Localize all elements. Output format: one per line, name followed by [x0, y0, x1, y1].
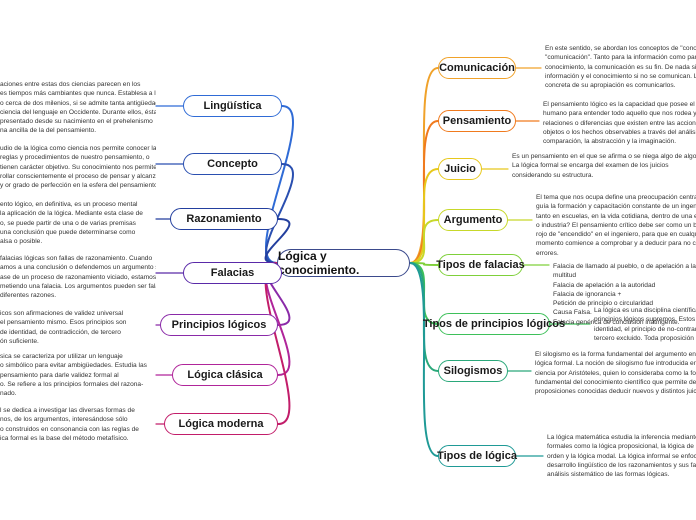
topic-6-right[interactable]: Silogismos [438, 360, 508, 382]
topic-note-right-0: En este sentido, se abordan los concepto… [545, 45, 696, 90]
branch-line-left-1 [265, 163, 294, 264]
topic-6-left[interactable]: Lógica moderna [164, 413, 278, 435]
branch-line-left-0 [265, 105, 294, 264]
topic-5-right[interactable]: Tipos de principios lógicos [423, 313, 565, 335]
topic-2-left[interactable]: Razonamiento [170, 208, 278, 230]
topic-note-left-5: sica se caracteriza por utilizar un leng… [0, 353, 147, 398]
topic-7-right[interactable]: Tipos de lógica [437, 445, 517, 467]
topic-note-left-3: falacias lógicas son fallas de razonamie… [0, 255, 156, 300]
topic-note-left-4: icos son afirmaciones de validez univers… [0, 310, 127, 345]
topic-5-left[interactable]: Lógica clásica [172, 364, 278, 386]
topic-note-right-6: El silogismo es la forma fundamental del… [535, 351, 696, 396]
topic-note-left-0: aciones entre estas dos ciencias parecen… [0, 81, 156, 135]
branch-line-right-7 [409, 262, 439, 457]
topic-1-left[interactable]: Concepto [183, 153, 282, 175]
topic-note-right-4: Falacia de llamado al pueblo, o de apela… [553, 263, 696, 326]
topic-note-right-3: El tema que nos ocupa define una preocup… [536, 194, 696, 257]
topic-2-right[interactable]: Juicio [438, 158, 482, 180]
branch-line-left-2 [264, 218, 291, 264]
topic-note-right-2: Es un pensamiento en el que se afirma o … [512, 153, 696, 179]
branch-line-right-3 [409, 219, 439, 264]
topic-3-left[interactable]: Falacias [183, 262, 282, 284]
topic-4-left[interactable]: Principios lógicos [160, 314, 278, 336]
central-topic[interactable]: Lógica y conocimiento. [277, 249, 410, 277]
topic-note-left-6: l se dedica a investigar las diversas fo… [0, 407, 139, 442]
topic-note-right-5: La lógica es una disciplina científica c… [594, 307, 696, 342]
branch-line-right-2 [409, 168, 439, 264]
topic-0-left[interactable]: Lingüística [183, 95, 282, 117]
topic-note-right-1: El pensamiento lógico es la capacidad qu… [543, 101, 696, 146]
topic-3-right[interactable]: Argumento [438, 209, 508, 231]
topic-note-left-2: ento lógico, en definitiva, es un proces… [0, 201, 143, 246]
topic-note-right-7: La lógica matemática estudia la inferenc… [547, 434, 696, 479]
topic-note-left-1: udio de la lógica como ciencia nos permi… [0, 145, 156, 190]
topic-1-right[interactable]: Pensamiento [438, 110, 516, 132]
topic-0-right[interactable]: Comunicación [438, 57, 516, 79]
branch-line-right-4 [409, 262, 439, 266]
topic-4-right[interactable]: Tipos de falacias [436, 254, 525, 276]
